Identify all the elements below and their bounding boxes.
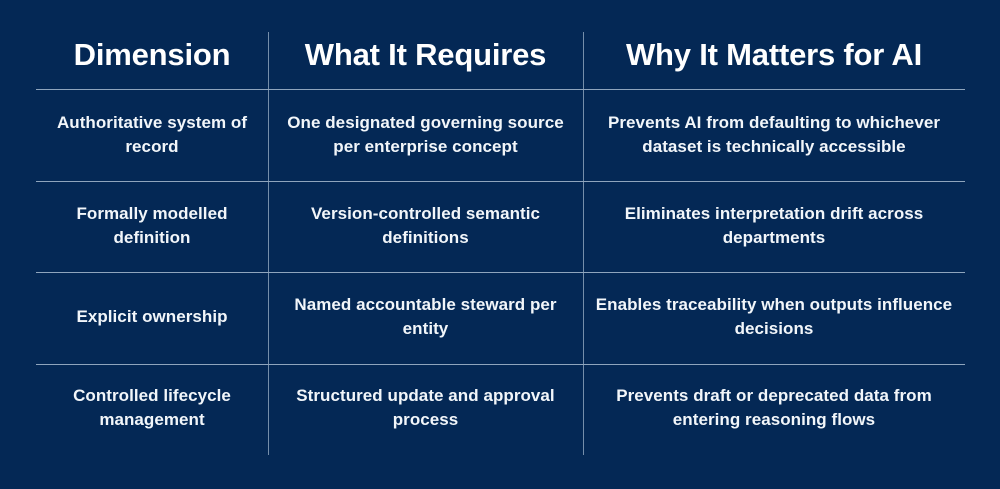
table-grid: Dimension What It Requires Why It Matter…	[36, 22, 965, 455]
table-row: Version-controlled semantic definitions	[268, 180, 583, 271]
table-row: Structured update and approval process	[268, 362, 583, 453]
cell-dimension: Authoritative system of record	[56, 113, 248, 156]
cell-matters: Eliminates interpretation drift across d…	[624, 204, 924, 247]
column-header-why-it-matters: Why It Matters for AI	[583, 22, 965, 89]
row-divider-3	[36, 364, 965, 365]
row-divider-2	[36, 272, 965, 273]
row-divider-1	[36, 181, 965, 182]
table-row: Named accountable steward per entity	[268, 271, 583, 362]
cell-requires: Version-controlled semantic definitions	[310, 204, 541, 247]
column-header-what-it-requires-label: What It Requires	[304, 37, 547, 73]
table-row: Prevents AI from defaulting to whichever…	[583, 89, 965, 180]
column-header-dimension-label: Dimension	[73, 37, 231, 73]
cell-matters: Enables traceability when outputs influe…	[595, 295, 953, 338]
table-row: Formally modelled definition	[36, 180, 268, 271]
cell-dimension: Formally modelled definition	[76, 204, 228, 247]
table-row: Explicit ownership	[36, 271, 268, 362]
cell-dimension: Explicit ownership	[76, 306, 228, 326]
table-row: Enables traceability when outputs influe…	[583, 271, 965, 362]
column-header-why-it-matters-label: Why It Matters for AI	[625, 37, 923, 73]
table-row: Prevents draft or deprecated data from e…	[583, 362, 965, 453]
column-divider-1	[268, 32, 269, 455]
table-row: Eliminates interpretation drift across d…	[583, 180, 965, 271]
cell-dimension: Controlled lifecycle management	[73, 386, 231, 429]
cell-matters: Prevents draft or deprecated data from e…	[616, 386, 932, 429]
cell-requires: Structured update and approval process	[296, 386, 555, 429]
header-divider	[36, 89, 965, 90]
column-divider-2	[583, 32, 584, 455]
table-row: Controlled lifecycle management	[36, 362, 268, 453]
column-header-dimension: Dimension	[36, 22, 268, 89]
table-row: One designated governing source per ente…	[268, 89, 583, 180]
table-row: Authoritative system of record	[36, 89, 268, 180]
cell-requires: One designated governing source per ente…	[287, 113, 564, 156]
column-header-what-it-requires: What It Requires	[268, 22, 583, 89]
cell-matters: Prevents AI from defaulting to whichever…	[608, 113, 940, 156]
cell-requires: Named accountable steward per entity	[294, 295, 557, 338]
